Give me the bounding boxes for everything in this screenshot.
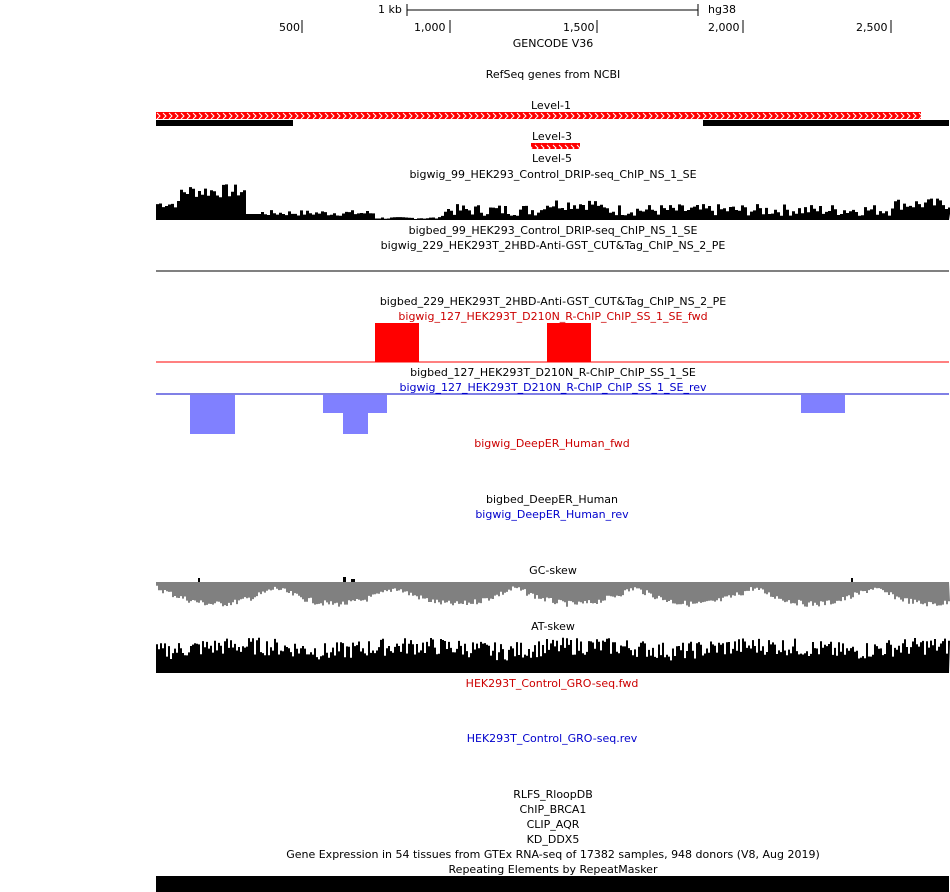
track-label-refseq[interactable]: RefSeq genes from NCBI — [485, 68, 621, 81]
rchip-fwd-peak — [547, 323, 591, 362]
track-label-at-skew[interactable]: AT-skew — [531, 620, 575, 633]
gc-skew-positive — [198, 578, 200, 582]
track-label-rchip-rev[interactable]: bigwig_127_HEK293T_D210N_R-ChIP_ChIP_SS_… — [399, 381, 707, 394]
gc-skew-positive — [351, 579, 355, 582]
track-label-clip-aqr[interactable]: CLIP_AQR — [526, 818, 580, 831]
gc-skew-positive — [851, 578, 853, 582]
rchip-rev-peak — [323, 395, 387, 413]
track-label-deeper-bed[interactable]: bigbed_DeepER_Human — [485, 493, 619, 506]
track-label-drip-wig[interactable]: bigwig_99_HEK293_Control_DRIP-seq_ChIP_N… — [409, 168, 697, 181]
track-label-cut-wig[interactable]: bigwig_229_HEK293T_2HBD-Anti-GST_CUT&Tag… — [380, 239, 726, 252]
ruler-tick-label: 500 — [279, 21, 300, 34]
at-skew-signal — [156, 637, 950, 673]
track-label-level5[interactable]: Level-5 — [531, 152, 573, 165]
track-label-rlfs[interactable]: RLFS_RloopDB — [513, 788, 593, 801]
track-label-deeper-rev[interactable]: bigwig_DeepER_Human_rev — [475, 508, 629, 521]
track-label-rchip-bed[interactable]: bigbed_127_HEK293T_D210N_R-ChIP_ChIP_SS_… — [410, 366, 696, 379]
track-label-drip-bed[interactable]: bigbed_99_HEK293_Control_DRIP-seq_ChIP_N… — [408, 224, 698, 237]
level3-gene-feature — [531, 143, 580, 149]
gc-skew-signal — [156, 582, 950, 607]
track-label-gro-fwd[interactable]: HEK293T_Control_GRO-seq.fwd — [465, 677, 639, 690]
level1-gene-feature — [156, 112, 921, 119]
level1-utr-left — [156, 120, 293, 126]
track-label-chip-brca1[interactable]: ChIP_BRCA1 — [519, 803, 587, 816]
track-label-kd-ddx5[interactable]: KD_DDX5 — [526, 833, 580, 846]
track-label-gro-rev[interactable]: HEK293T_Control_GRO-seq.rev — [466, 732, 638, 745]
gc-skew-positive — [343, 577, 346, 582]
level1-utr-right — [703, 120, 949, 126]
track-label-cut-bed[interactable]: bigbed_229_HEK293T_2HBD-Anti-GST_CUT&Tag… — [379, 295, 727, 308]
track-label-gencode[interactable]: GENCODE V36 — [512, 37, 594, 50]
track-label-gc-skew[interactable]: GC-skew — [529, 564, 577, 577]
ruler-tick-label: 1,000 — [414, 21, 446, 34]
rchip-rev-peak — [801, 395, 845, 413]
assembly-label: hg38 — [708, 3, 736, 16]
track-label-gtex[interactable]: Gene Expression in 54 tissues from GTEx … — [286, 848, 820, 861]
track-label-level1[interactable]: Level-1 — [530, 99, 572, 112]
track-label-rchip-fwd[interactable]: bigwig_127_HEK293T_D210N_R-ChIP_ChIP_SS_… — [398, 310, 708, 323]
rchip-rev-peak — [190, 395, 235, 434]
ruler-tick-label: 2,000 — [708, 21, 740, 34]
track-label-deeper-fwd[interactable]: bigwig_DeepER_Human_fwd — [474, 437, 630, 450]
drip-seq-signal — [156, 184, 950, 220]
repeatmasker-feature — [156, 876, 949, 892]
rchip-fwd-peak — [375, 323, 419, 362]
rchip-rev-peak — [343, 413, 368, 434]
track-label-repeatmasker[interactable]: Repeating Elements by RepeatMasker — [448, 863, 658, 876]
ruler-tick-label: 2,500 — [856, 21, 888, 34]
ruler-tick-label: 1,500 — [563, 21, 595, 34]
track-label-level3[interactable]: Level-3 — [531, 130, 573, 143]
scale-label: 1 kb — [378, 3, 402, 16]
